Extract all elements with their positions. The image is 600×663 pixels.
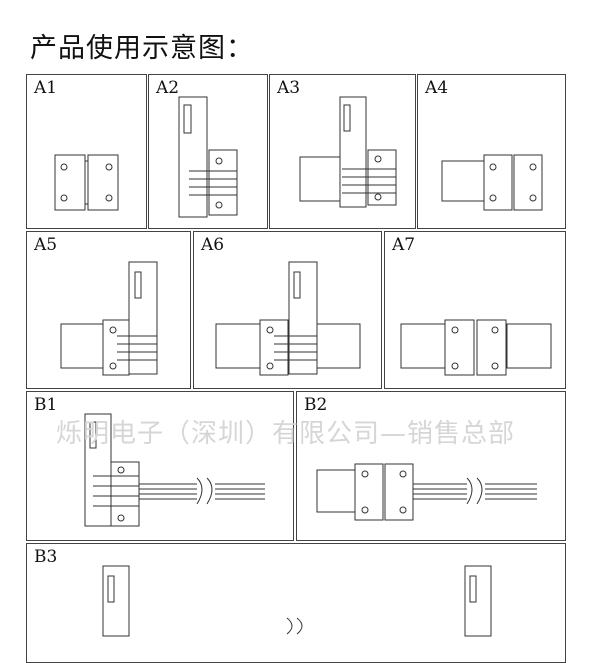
panel-b2: B2 [296,391,566,541]
panel-a2: A2 [148,74,268,229]
connector-drawing-b1 [84,413,265,527]
panel-label: B3 [34,547,58,567]
panel-a3: A3 [269,74,416,229]
connector-drawing-a7 [400,319,552,376]
connector-drawing-b3 [102,565,492,637]
connector-drawing-a3 [299,96,397,208]
panel-a5: A5 [26,231,191,389]
panel-label: A2 [156,78,180,98]
connector-drawing-b2 [316,463,537,521]
connector-drawing-a5 [60,261,158,376]
panel-a6: A6 [193,231,382,389]
page-title: 产品使用示意图： [30,33,254,64]
connector-drawing-a6 [215,261,361,376]
panel-a4: A4 [417,74,566,229]
watermark: 烁明电子（深圳）有限公司—销售总部 [56,419,516,449]
connector-drawing-a2 [178,96,238,218]
panel-label: A5 [34,235,58,255]
panel-label: A1 [34,78,58,98]
connector-drawing-a4 [441,154,543,211]
panel-b3: B3 [26,543,566,663]
panel-a1: A1 [26,74,147,229]
panel-a7: A7 [384,231,566,389]
connector-drawing-a1 [54,154,119,211]
diagram-grid: A1 A2 A3 [26,74,566,663]
panel-label: A7 [392,235,416,255]
panel-label: A3 [277,78,301,98]
panel-label: A4 [425,78,449,98]
panel-b1: B1 [26,391,294,541]
panel-label: B2 [304,395,328,415]
panel-label: A6 [201,235,225,255]
panel-label: B1 [34,395,58,415]
